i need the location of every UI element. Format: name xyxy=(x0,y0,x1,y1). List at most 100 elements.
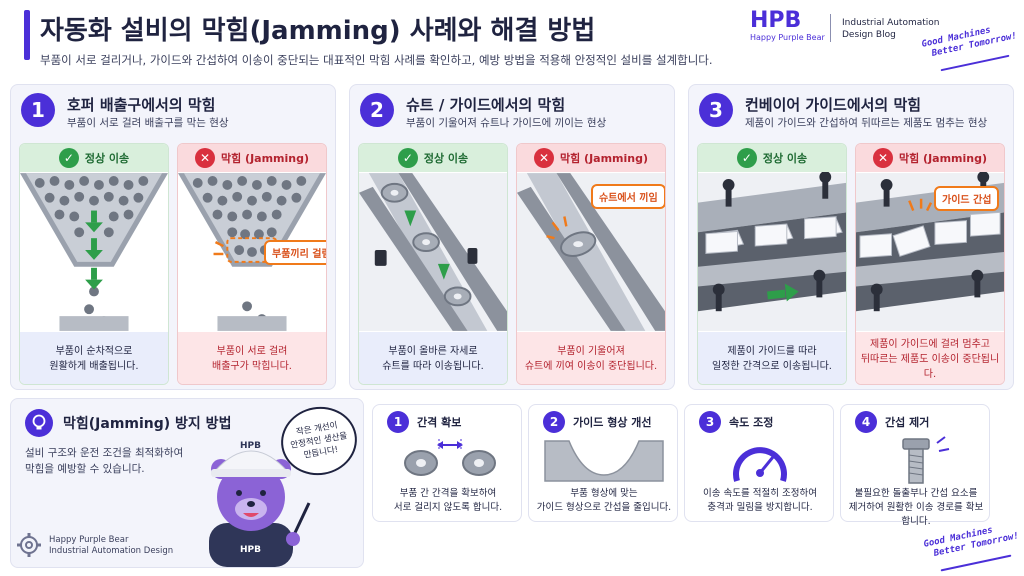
section-desc: 제품이 가이드와 간섭하여 뒤따르는 제품도 멈추는 현상 xyxy=(745,117,988,129)
tip-number: 1 xyxy=(387,411,409,433)
lightbulb-icon xyxy=(25,409,53,437)
slogan-bottom-underline xyxy=(940,554,1012,572)
ok-caption-line1: 제품이 가이드를 따라 xyxy=(727,346,817,357)
x-icon: ✕ xyxy=(533,148,554,168)
bad-status-pill: ✕ 막힘 (Jamming) xyxy=(856,144,1004,172)
tip-desc-line1: 불필요한 돌출부나 간섭 요소를 xyxy=(854,488,978,499)
bad-status-pill: ✕ 막힘 (Jamming) xyxy=(517,144,665,172)
bolt-icon xyxy=(902,436,950,484)
bad-caption-line1: 부품이 서로 걸려 xyxy=(216,346,288,357)
bad-status-label: 막힘 (Jamming) xyxy=(559,152,649,165)
check-icon: ✓ xyxy=(736,148,757,168)
brand-logo: HPB xyxy=(750,8,802,33)
bad-status-label: 막힘 (Jamming) xyxy=(898,152,988,165)
tip-desc-line1: 부품 형상에 맞는 xyxy=(570,488,638,499)
ok-caption-line2: 원활하게 배출됩니다. xyxy=(49,361,139,372)
section-number: 1 xyxy=(21,93,55,127)
brand-logo-block: HPB Happy Purple Bear xyxy=(750,8,825,43)
x-icon: ✕ xyxy=(872,148,893,168)
footer-line2: Industrial Automation Design xyxy=(49,546,174,556)
tip-number: 4 xyxy=(855,411,877,433)
bad-caption-line2: 배출구가 막힙니다. xyxy=(212,361,292,372)
section-number: 3 xyxy=(699,93,733,127)
hat-label: HPB xyxy=(240,441,261,451)
tip-desc-line2: 가이드 형상으로 간섭을 줄입니다. xyxy=(536,502,672,513)
prevention-desc-line2: 막힘을 예방할 수 있습니다. xyxy=(25,463,145,475)
gear-icon xyxy=(15,531,43,559)
tip-desc-line1: 부품 간 간격을 확보하여 xyxy=(399,488,497,499)
tip-desc-line1: 이송 속도를 적절히 조정하여 xyxy=(703,488,817,499)
bad-panel: ✕ 막힘 (Jamming) 가이드 간섭 제품이 가이드 xyxy=(855,143,1005,385)
ok-status-pill: ✓ 정상 이송 xyxy=(698,144,846,172)
section-desc: 부품이 서로 걸려 배출구를 막는 현상 xyxy=(67,117,229,129)
tip-title: 간격 확보 xyxy=(417,416,462,429)
guide-shape-icon xyxy=(544,440,664,482)
check-icon: ✓ xyxy=(397,148,418,168)
hopper-jam-callout: 부품끼리 걸림 xyxy=(264,240,326,265)
ok-caption-line2: 일정한 간격으로 이송됩니다. xyxy=(712,361,832,372)
brand-blog-line2: Design Blog xyxy=(842,30,896,40)
brand-blog-line1: Industrial Automation xyxy=(842,18,940,28)
prevention-desc: 설비 구조와 운전 조건을 최적화하여 막힘을 예방할 수 있습니다. xyxy=(25,445,183,477)
bear-mascot-illustration xyxy=(209,450,311,567)
tip-number: 3 xyxy=(699,411,721,433)
tip-title: 간섭 제거 xyxy=(885,416,930,429)
title-accent-bar xyxy=(24,10,30,60)
brand-divider xyxy=(830,14,831,42)
bad-status-label: 막힘 (Jamming) xyxy=(220,152,310,165)
ok-status-label: 정상 이송 xyxy=(762,152,808,165)
ok-caption-line1: 부품이 올바른 자세로 xyxy=(388,346,478,357)
tip-desc-line2: 충격과 밀림을 방지합니다. xyxy=(707,502,813,513)
brand-blog-label: Industrial Automation Design Blog xyxy=(842,17,940,41)
conveyor-jam-callout: 가이드 간섭 xyxy=(934,186,1000,211)
section-hopper-card: 1 호퍼 배출구에서의 막힘 부품이 서로 걸려 배출구를 막는 현상 ✓ 정상… xyxy=(10,84,336,390)
conveyor-normal-illustration xyxy=(698,172,846,331)
tip-desc-line2: 서로 걸리지 않도록 합니다. xyxy=(393,502,503,513)
tip-title: 가이드 형상 개선 xyxy=(573,416,652,429)
prevention-desc-line1: 설비 구조와 운전 조건을 최적화하여 xyxy=(25,447,184,459)
page-title: 자동화 설비의 막힘(Jamming) 사례와 해결 방법 xyxy=(40,16,596,46)
section-title: 컨베이어 가이드에서의 막힘 xyxy=(745,96,922,114)
section-desc: 부품이 기울어져 슈트나 가이드에 끼이는 현상 xyxy=(406,117,607,129)
bad-caption-line1: 제품이 가이드에 걸려 멈추고 xyxy=(870,338,990,350)
section-title: 호퍼 배출구에서의 막힘 xyxy=(67,96,216,114)
footer-brand: Happy Purple Bear Industrial Automation … xyxy=(49,535,173,557)
footer-line1: Happy Purple Bear xyxy=(49,535,129,545)
gap-icon xyxy=(404,439,496,476)
bad-caption-line2: 슈트에 끼여 이송이 중단됩니다. xyxy=(524,361,658,372)
ok-status-label: 정상 이송 xyxy=(84,152,130,165)
section-chute-card: 2 슈트 / 가이드에서의 막힘 부품이 기울어져 슈트나 가이드에 끼이는 현… xyxy=(349,84,675,390)
bad-caption-line2: 뒤따르는 제품도 이송이 중단됩니다. xyxy=(860,353,1000,380)
tip-number: 2 xyxy=(543,411,565,433)
tip-title: 속도 조정 xyxy=(729,416,774,429)
hopper-normal-illustration xyxy=(20,173,168,331)
page-subtitle: 부품이 서로 걸리거나, 가이드와 간섭하여 이송이 중단되는 대표적인 막힘 … xyxy=(40,53,713,67)
tip-desc-line2: 제거하여 원활한 이송 경로를 확보합니다. xyxy=(848,502,984,527)
section-conveyor-card: 3 컨베이어 가이드에서의 막힘 제품이 가이드와 간섭하여 뒤따르는 제품도 … xyxy=(688,84,1014,390)
section-number: 2 xyxy=(360,93,394,127)
check-icon: ✓ xyxy=(58,148,79,168)
chute-normal-illustration xyxy=(359,173,507,331)
brand-name: Happy Purple Bear xyxy=(750,33,825,42)
ok-status-pill: ✓ 정상 이송 xyxy=(20,144,168,172)
ok-status-pill: ✓ 정상 이송 xyxy=(359,144,507,172)
ok-caption-line1: 부품이 순차적으로 xyxy=(55,346,133,357)
